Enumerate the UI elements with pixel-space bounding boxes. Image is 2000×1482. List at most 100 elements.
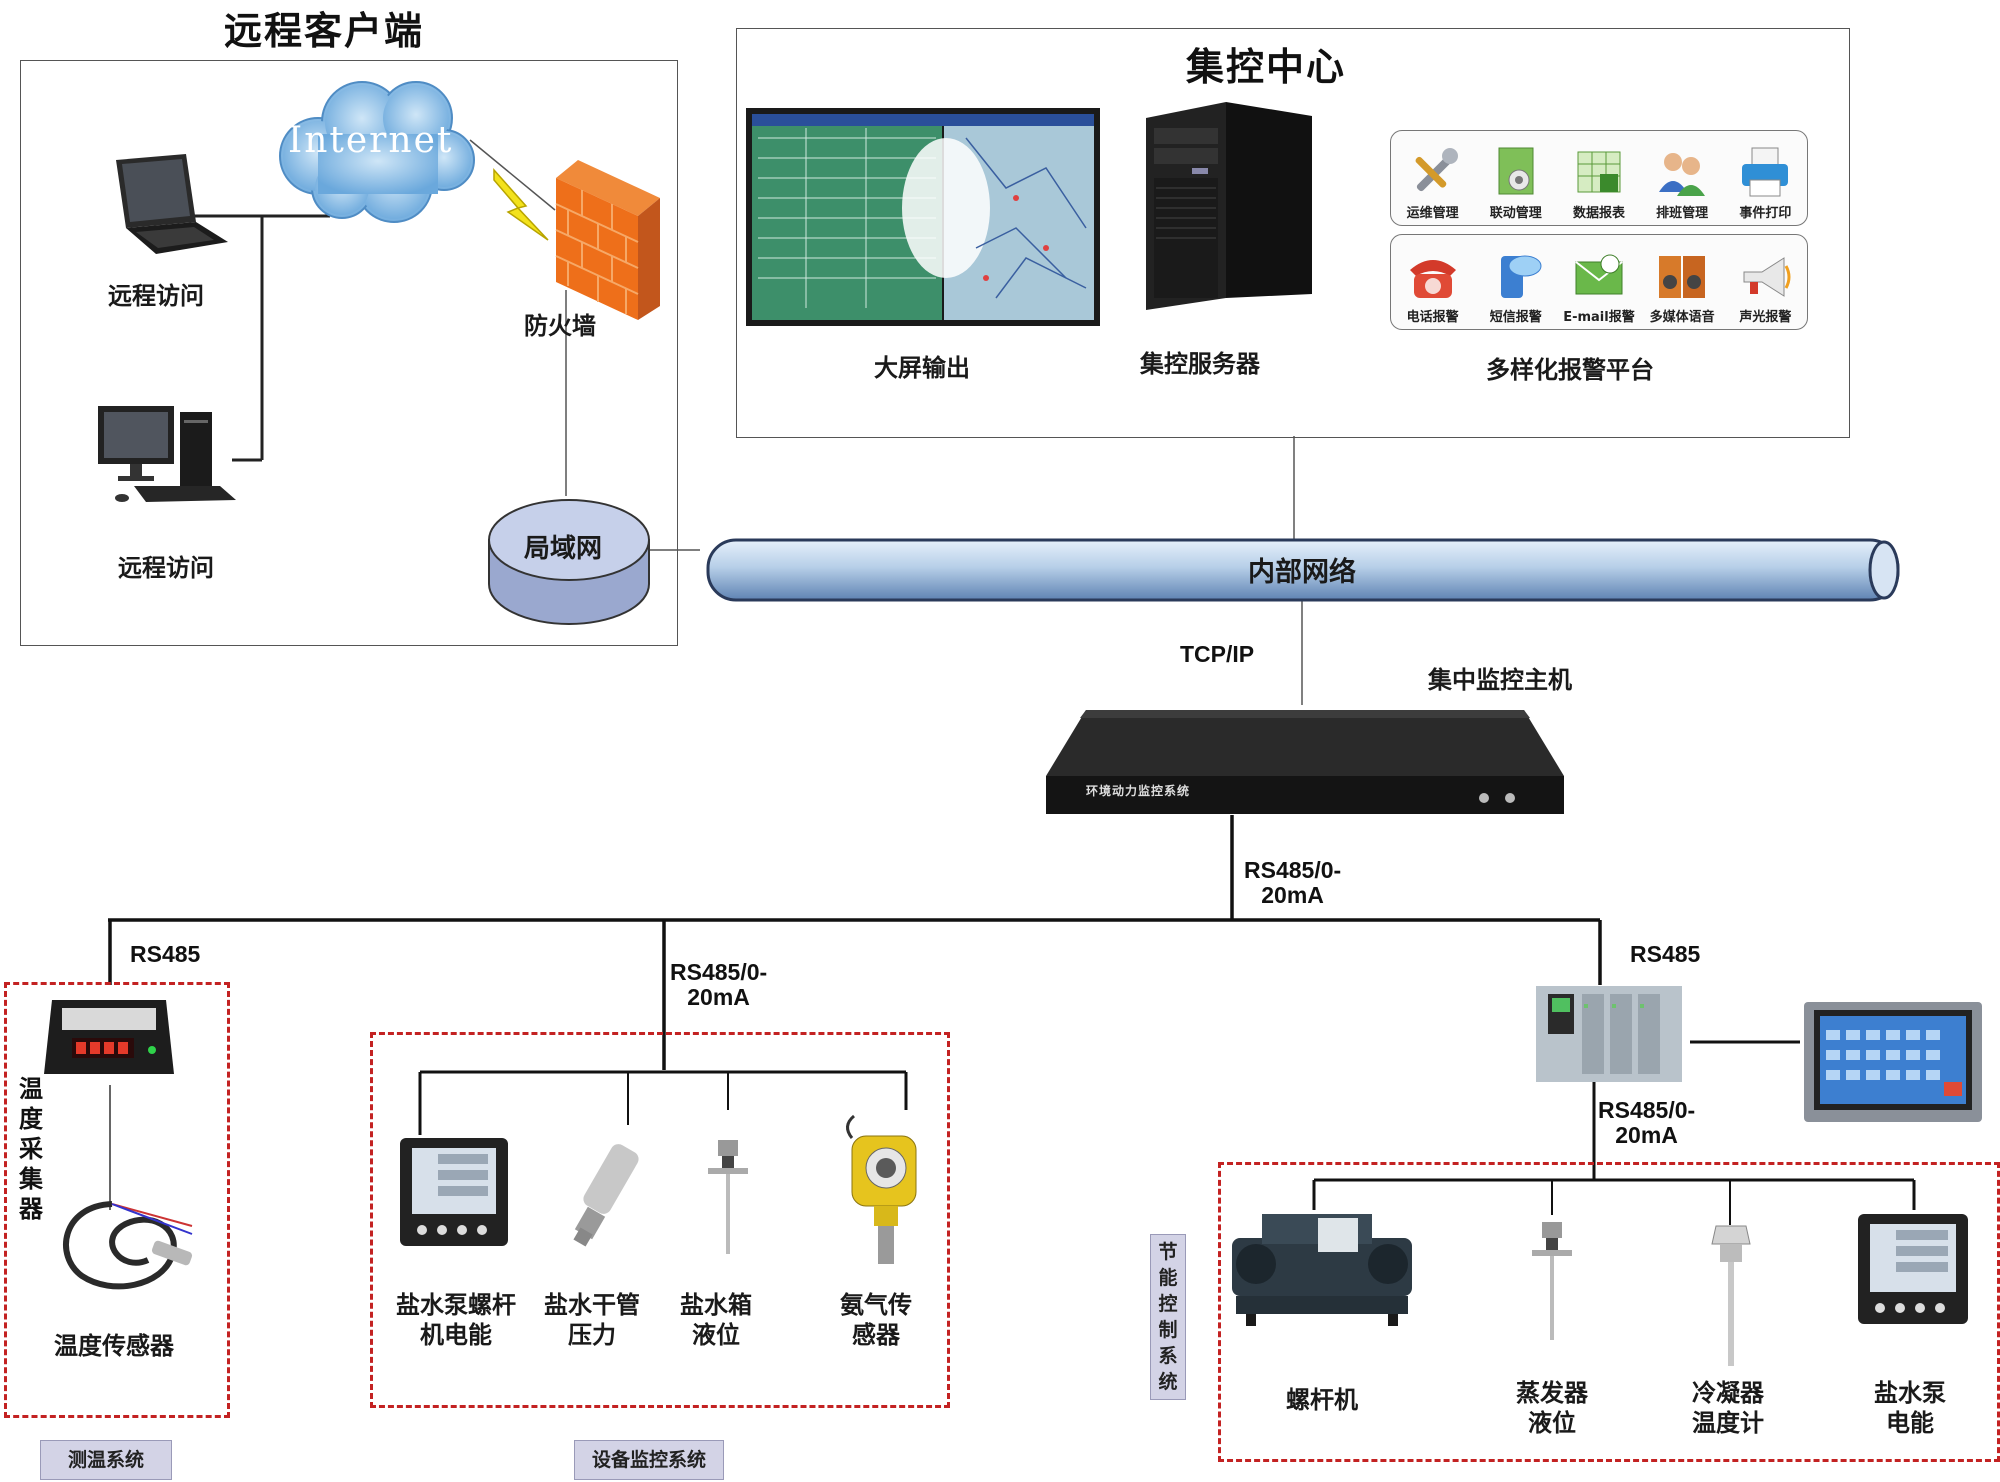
- server-label: 集控服务器: [1140, 350, 1260, 378]
- data-report-item[interactable]: 数据报表: [1559, 144, 1639, 221]
- device-monitoring-box: [370, 1032, 950, 1408]
- device-monitoring-tag: 设备监控系统: [574, 1440, 724, 1480]
- mid-rs485-label: RS485/0- 20mA: [670, 960, 767, 1010]
- firewall-icon: [555, 160, 660, 320]
- megaphone-icon: [1743, 257, 1791, 297]
- energy-tag-char-2: 能: [1158, 1267, 1178, 1289]
- email-alarm-label: E-mail报警: [1563, 310, 1635, 325]
- energy-tag-char-4: 制: [1158, 1319, 1178, 1341]
- server-tower-icon: [1146, 102, 1312, 310]
- printer-icon: [1742, 147, 1789, 197]
- sound-light-alarm-item[interactable]: 声光报警: [1725, 248, 1805, 325]
- lan-cylinder-icon: [488, 499, 650, 625]
- ammonia-sensor-label: 氨气传 感器: [840, 1290, 912, 1350]
- collector-char-2: 度: [19, 1105, 43, 1133]
- sound-light-alarm-label: 声光报警: [1739, 310, 1792, 325]
- temperature-sensor-label: 温度传感器: [54, 1332, 174, 1360]
- big-screen-icon: [746, 108, 1100, 326]
- condenser-thermometer-label: 冷凝器 温度计: [1692, 1378, 1764, 1438]
- energy-tag-char-3: 控: [1158, 1293, 1178, 1315]
- left-rs485-label: RS485: [130, 941, 201, 967]
- sms-alarm-item[interactable]: 短信报警: [1476, 248, 1556, 325]
- mid-rs485-line2: 20mA: [687, 984, 750, 1010]
- plc-rs485-line1: RS485/0-: [1598, 1097, 1696, 1123]
- phone-alarm-item[interactable]: 电话报警: [1393, 248, 1473, 325]
- energy-control-tag: 节 能 控 制 系 统: [1150, 1234, 1186, 1400]
- right-rs485-label: RS485: [1630, 941, 1701, 967]
- brine-pump-energy-line1: 盐水泵: [1874, 1379, 1946, 1407]
- hmi-touchscreen-device: [1804, 1002, 1982, 1122]
- tank-level-line2: 液位: [692, 1321, 740, 1349]
- plc-rs485-line2: 20mA: [1615, 1122, 1678, 1148]
- wrench-tools-icon: [1415, 148, 1458, 192]
- alarm-methods-row: 电话报警 短信报警 E-mail报警 多媒体语音 声光报警: [1390, 234, 1808, 330]
- lightning-icon: [493, 168, 549, 241]
- shift-management-label: 排班管理: [1656, 206, 1709, 221]
- plc-controller-device: [1536, 986, 1682, 1082]
- brine-pump-energy-line2: 电能: [1886, 1409, 1934, 1437]
- alarm-platform-label: 多样化报警平台: [1486, 356, 1654, 384]
- plc-rs485-label: RS485/0- 20mA: [1598, 1098, 1695, 1148]
- evaporator-level-line2: 液位: [1528, 1409, 1576, 1437]
- linkage-management-label: 联动管理: [1489, 206, 1542, 221]
- screw-chiller-device: [1232, 1214, 1412, 1326]
- internal-network-label: 内部网络: [1248, 557, 1356, 588]
- power-meter-device: [400, 1138, 508, 1246]
- monitor-host-label: 集中监控主机: [1428, 666, 1572, 694]
- remote-client-title: 远程客户端: [224, 9, 425, 53]
- linkage-management-item[interactable]: 联动管理: [1476, 144, 1556, 221]
- event-print-label: 事件打印: [1739, 206, 1792, 221]
- tank-level-label: 盐水箱 液位: [680, 1290, 752, 1350]
- data-report-label: 数据报表: [1572, 206, 1625, 221]
- control-center-title: 集控中心: [1186, 45, 1347, 89]
- condenser-thermometer-line1: 冷凝器: [1692, 1379, 1764, 1407]
- ops-management-item[interactable]: 运维管理: [1393, 144, 1473, 221]
- pump-energy-line2: 机电能: [420, 1321, 492, 1349]
- sms-alarm-label: 短信报警: [1489, 310, 1542, 325]
- remote-access-label-2: 远程访问: [118, 554, 214, 582]
- shift-management-item[interactable]: 排班管理: [1642, 144, 1722, 221]
- temperature-system-tag: 测温系统: [40, 1440, 172, 1480]
- monitoring-host-device: [1046, 710, 1564, 814]
- email-alarm-item[interactable]: E-mail报警: [1559, 248, 1639, 325]
- tank-level-line1: 盐水箱: [680, 1291, 752, 1319]
- energy-tag-char-6: 统: [1158, 1371, 1178, 1393]
- evaporator-level-device: [1532, 1222, 1572, 1340]
- brine-pump-energy-label: 盐水泵 电能: [1874, 1378, 1946, 1438]
- users-icon: [1659, 153, 1706, 196]
- pipe-pressure-line2: 压力: [568, 1321, 616, 1349]
- sms-icon: [1500, 255, 1542, 298]
- management-functions-row: 运维管理 联动管理 数据报表 排班管理 事件打印: [1390, 130, 1808, 226]
- energy-control-box: [1218, 1162, 2000, 1462]
- event-print-item[interactable]: 事件打印: [1725, 144, 1805, 221]
- condenser-thermometer-device: [1711, 1225, 1751, 1366]
- collector-char-3: 采: [19, 1135, 43, 1163]
- temperature-collector-device: [44, 1000, 174, 1074]
- evaporator-level-line1: 蒸发器: [1516, 1379, 1588, 1407]
- pump-energy-label: 盐水泵螺杆 机电能: [396, 1290, 516, 1350]
- lan-label: 局域网: [524, 534, 603, 564]
- brine-pump-meter-device: [1858, 1214, 1968, 1324]
- host-rs485-label: RS485/0- 20mA: [1244, 858, 1341, 908]
- internet-label: Internet: [288, 120, 454, 161]
- pressure-sensor-device: [573, 1144, 639, 1247]
- multimedia-voice-item[interactable]: 多媒体语音: [1642, 248, 1722, 325]
- telephone-icon: [1409, 260, 1456, 298]
- ammonia-sensor-line1: 氨气传: [840, 1291, 912, 1319]
- collector-char-5: 器: [19, 1195, 43, 1223]
- multimedia-voice-label: 多媒体语音: [1649, 310, 1715, 325]
- pump-energy-line1: 盐水泵螺杆: [396, 1291, 516, 1319]
- monitoring-host-front-text: 环境动力监控系统: [1086, 784, 1191, 798]
- collector-char-1: 温: [19, 1075, 43, 1103]
- mid-rs485-line1: RS485/0-: [670, 959, 768, 985]
- condenser-thermometer-line2: 温度计: [1692, 1409, 1764, 1437]
- screw-chiller-label: 螺杆机: [1286, 1386, 1358, 1414]
- host-rs485-line1: RS485/0-: [1244, 857, 1342, 883]
- temperature-system-box: [4, 982, 230, 1418]
- internal-network-pipe: [706, 538, 1900, 602]
- phone-alarm-label: 电话报警: [1406, 310, 1459, 325]
- big-screen-label: 大屏输出: [874, 354, 970, 382]
- host-rs485-line2: 20mA: [1261, 882, 1324, 908]
- internet-cloud-icon: [279, 81, 475, 223]
- energy-tag-char-1: 节: [1158, 1241, 1178, 1263]
